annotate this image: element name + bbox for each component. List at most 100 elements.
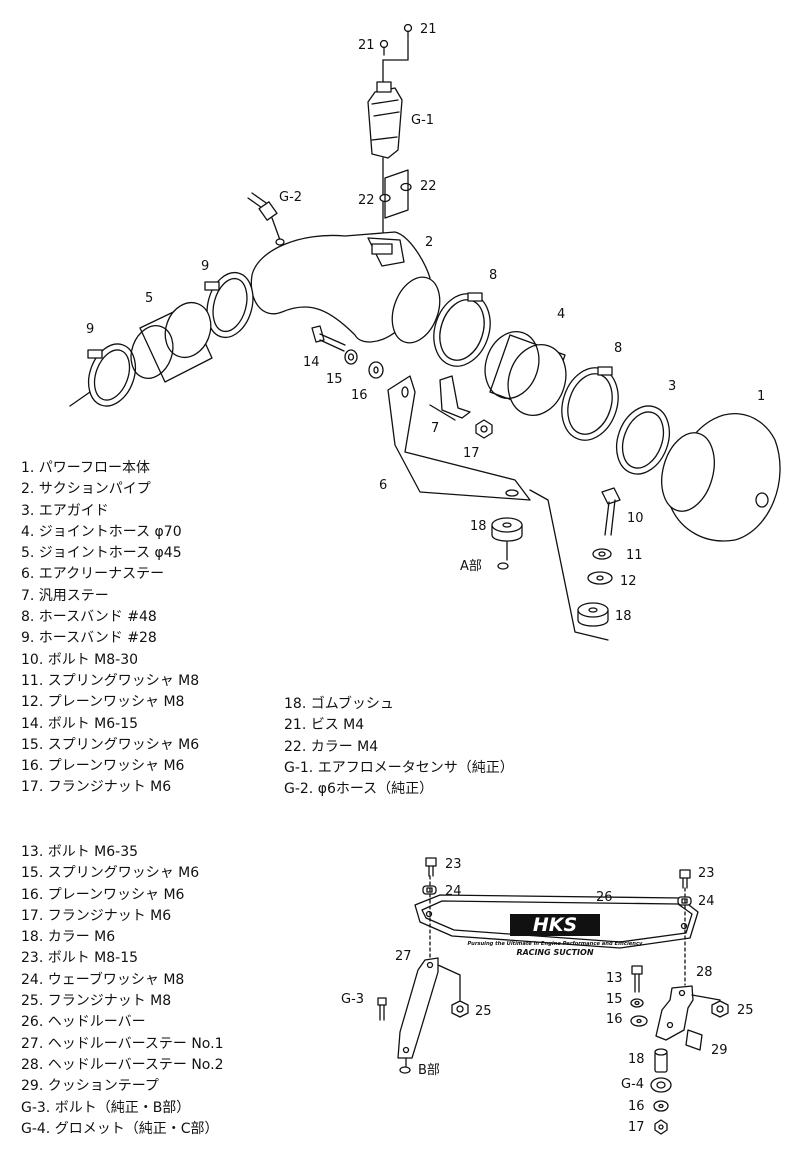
callout-8-upper: 8 xyxy=(489,268,497,283)
flange-nut-25-right xyxy=(711,1000,729,1018)
part-list-item: 18. カラー M6 xyxy=(21,929,116,946)
callout-22-right: 22 xyxy=(420,179,437,194)
part-list-item: 27. ヘッドルーバーステー No.1 xyxy=(21,1035,224,1052)
plain-washer-16 xyxy=(368,361,384,379)
callout-22-left: 22 xyxy=(358,193,375,208)
bolt-g3 xyxy=(377,997,387,1021)
callout-16-lower: 16 xyxy=(606,1012,623,1027)
part-list-item: 3. エアガイド xyxy=(21,502,109,519)
part-list-item: 26. ヘッドルーバー xyxy=(21,1014,146,1031)
callout-25-right: 25 xyxy=(737,1003,754,1018)
hose-band-9-upper xyxy=(204,271,254,339)
callout-28: 28 xyxy=(696,965,713,980)
callout-26: 26 xyxy=(596,890,613,905)
logo-brand: HKS xyxy=(533,914,577,936)
spring-washer-11 xyxy=(592,548,612,560)
part-list-item: 24. ウェーブワッシャ M8 xyxy=(21,971,185,988)
hose-band-9-lower xyxy=(69,343,137,407)
callout-14: 14 xyxy=(303,355,320,370)
part-b-marker xyxy=(399,1066,411,1074)
callout-23-left: 23 xyxy=(445,857,462,872)
part-list-item: 21. ビス M4 xyxy=(284,717,365,734)
part-list-item: 6. エアクリーナステー xyxy=(21,566,165,583)
power-flow-body xyxy=(661,413,781,542)
callout-25-left: 25 xyxy=(475,1004,492,1019)
callout-9-upper: 9 xyxy=(201,259,209,274)
callout-1: 1 xyxy=(757,389,765,404)
callout-29: 29 xyxy=(711,1043,728,1058)
callout-9-lower: 9 xyxy=(86,322,94,337)
part-list-item: 2. サクションパイプ xyxy=(21,481,151,498)
callout-2: 2 xyxy=(425,235,433,250)
part-list-item: 1. パワーフロー本体 xyxy=(21,460,150,476)
bolt-13 xyxy=(631,965,643,993)
cushion-tape-29 xyxy=(685,1029,703,1051)
bolt-23-left xyxy=(425,857,437,877)
hose-band-8-lower xyxy=(561,366,619,441)
collar-22-right xyxy=(400,182,412,192)
callout-6: 6 xyxy=(379,478,387,493)
callout-16: 16 xyxy=(351,388,368,403)
flange-nut-17-bottom xyxy=(654,1119,668,1135)
callout-g3: G-3 xyxy=(341,992,364,1007)
air-cleaner-stay xyxy=(387,375,609,641)
callout-13: 13 xyxy=(606,971,623,986)
spring-washer-15 xyxy=(344,349,358,365)
collar-18-lower xyxy=(654,1048,668,1073)
bolt-10 xyxy=(601,487,621,536)
plain-washer-16-lower xyxy=(630,1015,648,1027)
bolt-23-right xyxy=(679,869,691,889)
callout-18-lower: 18 xyxy=(628,1052,645,1067)
callout-24-right: 24 xyxy=(698,894,715,909)
spring-washer-15-lower xyxy=(630,998,644,1008)
plain-washer-12 xyxy=(587,571,613,585)
part-list-item: 25. フランジナット M8 xyxy=(21,993,172,1010)
part-list-item: 7. 汎用ステー xyxy=(21,587,109,604)
part-list-item: 10. ボルト M8-30 xyxy=(21,651,139,668)
callout-27: 27 xyxy=(395,949,412,964)
part-list-item: 16. プレーンワッシャ M6 xyxy=(21,886,185,903)
part-list-item: 15. スプリングワッシャ M6 xyxy=(21,865,200,882)
callout-4: 4 xyxy=(557,307,565,322)
joint-hose-5 xyxy=(130,301,213,383)
callout-g4: G-4 xyxy=(621,1077,644,1092)
hks-logo: HKS Pursuing the Ultimate in Engine Perf… xyxy=(468,914,643,957)
flange-nut-25-left xyxy=(451,1000,469,1018)
part-list-item: 22. カラー M4 xyxy=(284,738,379,755)
callout-15-lower: 15 xyxy=(606,992,623,1007)
head-louver-stay-1 xyxy=(397,957,439,1067)
callout-3: 3 xyxy=(668,379,676,394)
part-list-item: 13. ボルト M6-35 xyxy=(21,844,139,860)
callout-b-part: B部 xyxy=(418,1063,440,1078)
part-list-item: 12. プレーンワッシャ M8 xyxy=(21,694,185,711)
parts-list-head-louver: 13. ボルト M6-35 15. スプリングワッシャ M6 16. プレーンワッシ… xyxy=(21,842,223,1140)
part-list-item: 17. フランジナット M6 xyxy=(21,907,172,924)
callout-17-bottom: 17 xyxy=(628,1120,645,1135)
rubber-bush-18-right xyxy=(577,602,609,627)
callout-10: 10 xyxy=(627,511,644,526)
part-list-item: 8. ホースバンド #48 xyxy=(21,609,157,626)
suction-pipe xyxy=(250,231,441,344)
callout-21-right: 21 xyxy=(420,22,437,37)
callout-12: 12 xyxy=(620,574,637,589)
callout-15: 15 xyxy=(326,372,343,387)
callout-g1: G-1 xyxy=(411,113,434,128)
parts-list-main: 1. パワーフロー本体 2. サクションパイプ 3. エアガイド 4. ジョイン… xyxy=(21,458,199,799)
air-guide xyxy=(615,405,671,475)
part-list-item: 16. プレーンワッシャ M6 xyxy=(21,758,185,775)
part-list-item: 29. クッションテープ xyxy=(21,1078,159,1095)
callout-g2: G-2 xyxy=(279,190,302,205)
part-list-item: 17. フランジナット M6 xyxy=(21,779,172,796)
part-list-item: 23. ボルト M8-15 xyxy=(21,950,139,967)
callout-18-left: 18 xyxy=(470,519,487,534)
callout-a-part: A部 xyxy=(460,559,482,574)
part-list-item: 28. ヘッドルーバーステー No.2 xyxy=(21,1056,224,1073)
callout-18-right: 18 xyxy=(615,609,632,624)
part-a-marker xyxy=(497,562,509,570)
part-list-item: G-2. φ6ホース（純正） xyxy=(284,781,434,798)
part-list-item: 14. ボルト M6-15 xyxy=(21,715,139,732)
hose-band-8-upper xyxy=(433,292,491,367)
callout-8-lower: 8 xyxy=(614,341,622,356)
